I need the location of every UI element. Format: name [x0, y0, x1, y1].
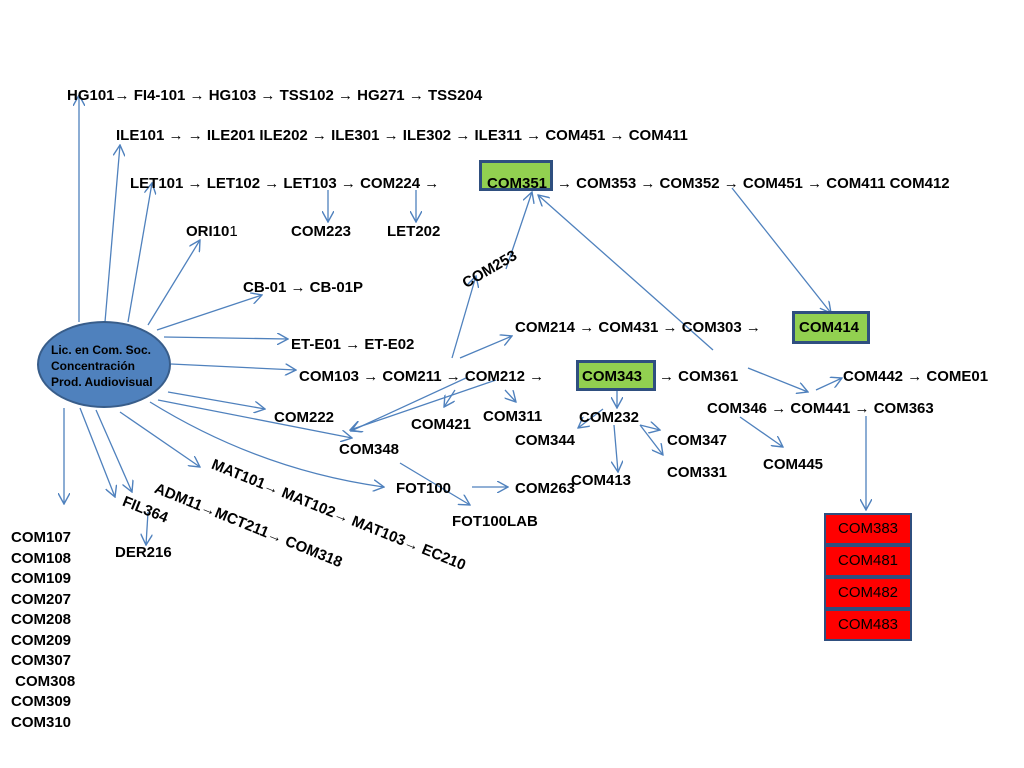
com343-box [576, 360, 656, 391]
der216-label: DER216 [115, 544, 172, 561]
com351-box [479, 160, 553, 191]
prerequisite-arrow [505, 192, 532, 270]
prerequisite-arrow [639, 424, 663, 455]
prerequisite-arrow [538, 195, 714, 351]
prerequisite-arrow [399, 462, 470, 505]
left-list-item: COM309 [11, 693, 72, 710]
com351-label: COM351 [487, 175, 548, 192]
let-sequence: LET101 → LET102 → LET103 → COM224 → [130, 175, 440, 192]
com222-label: COM222 [274, 409, 335, 426]
com413-label: COM413 [571, 472, 632, 489]
program-label-line3: Prod. Audiovisual [51, 375, 153, 389]
red-course-box: COM481 [824, 545, 912, 577]
prerequisite-arrow [163, 337, 288, 339]
prerequisite-arrow [444, 389, 456, 407]
ori101-label: ORI101 [186, 224, 238, 239]
hg-sequence: HG101→ FI4-101 → HG103 → TSS102 → HG271 … [67, 87, 483, 104]
prerequisite-arrow [95, 409, 132, 492]
prerequisite-arrow [127, 183, 152, 323]
com347-label: COM347 [667, 432, 728, 449]
prerequisite-arrow [739, 416, 783, 447]
com343-label: COM343 [582, 368, 643, 385]
prerequisite-arrow [351, 377, 467, 431]
prerequisite-arrow [79, 407, 115, 497]
com361-label: → COM361 [659, 368, 739, 385]
com344-label: COM344 [515, 432, 576, 449]
prerequisite-arrow [578, 408, 604, 428]
prerequisite-arrow [119, 411, 200, 467]
fot100-label: FOT100 [396, 480, 452, 497]
red-course-box: COM482 [824, 577, 912, 609]
left-list-item: COM109 [11, 570, 72, 587]
prerequisite-arrow [156, 295, 262, 331]
prerequisite-arrow [459, 336, 512, 359]
prerequisite-arrow [505, 389, 516, 402]
ori101-label-suffix: 1 [229, 223, 238, 240]
prerequisite-arrow [451, 276, 476, 359]
prerequisite-arrow [104, 145, 120, 323]
com223-label: COM223 [291, 223, 352, 240]
prerequisite-arrow [639, 425, 660, 430]
com442-sequence: COM442 → COME01 [843, 368, 989, 385]
com331-label: COM331 [667, 464, 728, 481]
ori101-label-bold: ORI10 [186, 223, 230, 240]
prerequisite-arrow [747, 367, 808, 392]
left-list-item: COM207 [11, 590, 72, 608]
program-label-line2: Concentración [51, 359, 136, 373]
com232-label: COM232 [579, 409, 640, 426]
program-label-line1: Lic. en Com. Soc. [51, 343, 152, 357]
prerequisite-arrow [815, 378, 842, 391]
com103-sequence: COM103 → COM211 → COM212 → [299, 368, 545, 385]
prerequisite-arrow [149, 401, 384, 487]
com214-sequence: COM214 → COM431 → COM303 → [515, 319, 761, 336]
com445-label: COM445 [763, 456, 824, 473]
left-list-item: COM107 [11, 529, 72, 546]
left-list-item: COM108 [11, 549, 72, 567]
prerequisite-arrow [157, 399, 352, 438]
left-list-item: COM310 [11, 713, 72, 731]
cb-sequence: CB-01 → CB-01P [243, 279, 364, 296]
com263-label: COM263 [515, 480, 576, 497]
prerequisite-arrow [170, 363, 296, 370]
com311-label: COM311 [483, 408, 543, 425]
com348-label: COM348 [339, 441, 400, 458]
et-sequence: ET-E01 → ET-E02 [291, 336, 415, 353]
let202-label: LET202 [387, 223, 441, 240]
prerequisite-arrow [731, 187, 831, 313]
prerequisite-arrow [167, 391, 265, 409]
left-list-item: COM307 [11, 652, 72, 669]
let-sequence-continued: → COM353 → COM352 → COM451 → COM411 COM4… [557, 175, 950, 192]
prerequisite-arrow [147, 240, 200, 326]
com421-label: COM421 [411, 416, 472, 433]
com414-box [792, 311, 870, 344]
ile-sequence: ILE101 → → ILE201 ILE202 → ILE301 → ILE3… [116, 127, 688, 144]
program-ellipse [37, 321, 171, 408]
left-list-item: COM208 [11, 611, 72, 628]
com346-sequence: COM346 → COM441 → COM363 [707, 400, 934, 417]
fot100lab-label: FOT100LAB [452, 513, 538, 530]
red-course-box: COM383 [824, 513, 912, 545]
prerequisite-arrow [350, 379, 497, 430]
red-course-box: COM483 [824, 609, 912, 641]
program-label: Lic. en Com. Soc. Concentración Prod. Au… [51, 342, 153, 390]
prerequisite-arrow [614, 424, 618, 472]
com414-label: COM414 [799, 319, 860, 336]
left-list-item: COM308 [11, 672, 76, 690]
left-list-item: COM209 [11, 631, 72, 649]
prerequisite-arrow [146, 511, 148, 545]
